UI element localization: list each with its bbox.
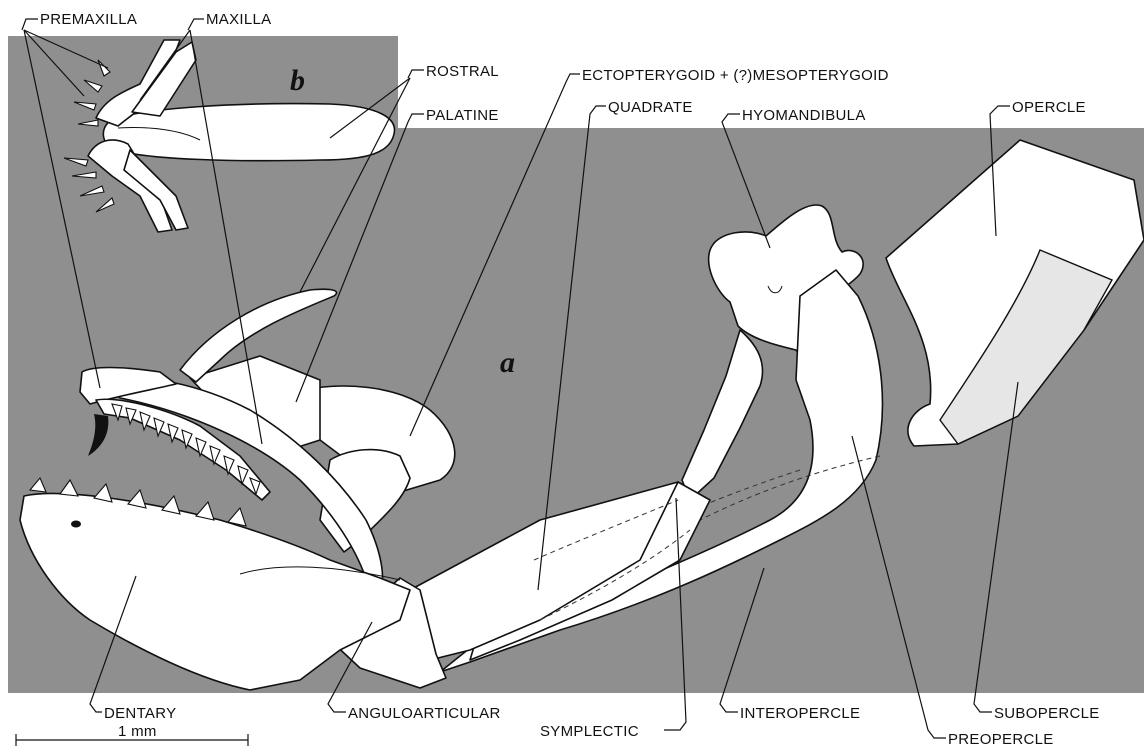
label-premaxilla: PREMAXILLA [40,11,137,28]
scale-bar-label: 1 mm [118,723,157,740]
panel-letter-a: a [500,346,515,379]
label-anguloarticular: ANGULOARTICULAR [348,705,501,722]
label-symplectic: SYMPLECTIC [540,723,639,740]
label-maxilla: MAXILLA [206,11,271,28]
label-palatine: PALATINE [426,107,499,124]
label-rostral: ROSTRAL [426,63,499,80]
label-preopercle: PREOPERCLE [948,731,1054,748]
scale-bar: 1 mm [16,723,248,746]
label-ectopterygoid: ECTOPTERYGOID + (?)MESOPTERYGOID [582,67,889,84]
label-opercle: OPERCLE [1012,99,1086,116]
label-hyomandibula: HYOMANDIBULA [742,107,866,124]
label-quadrate: QUADRATE [608,99,693,116]
panel-letter-b: b [290,64,305,97]
label-dentary: DENTARY [104,705,176,722]
label-subopercle: SUBOPERCLE [994,705,1100,722]
label-interopercle: INTEROPERCLE [740,705,860,722]
